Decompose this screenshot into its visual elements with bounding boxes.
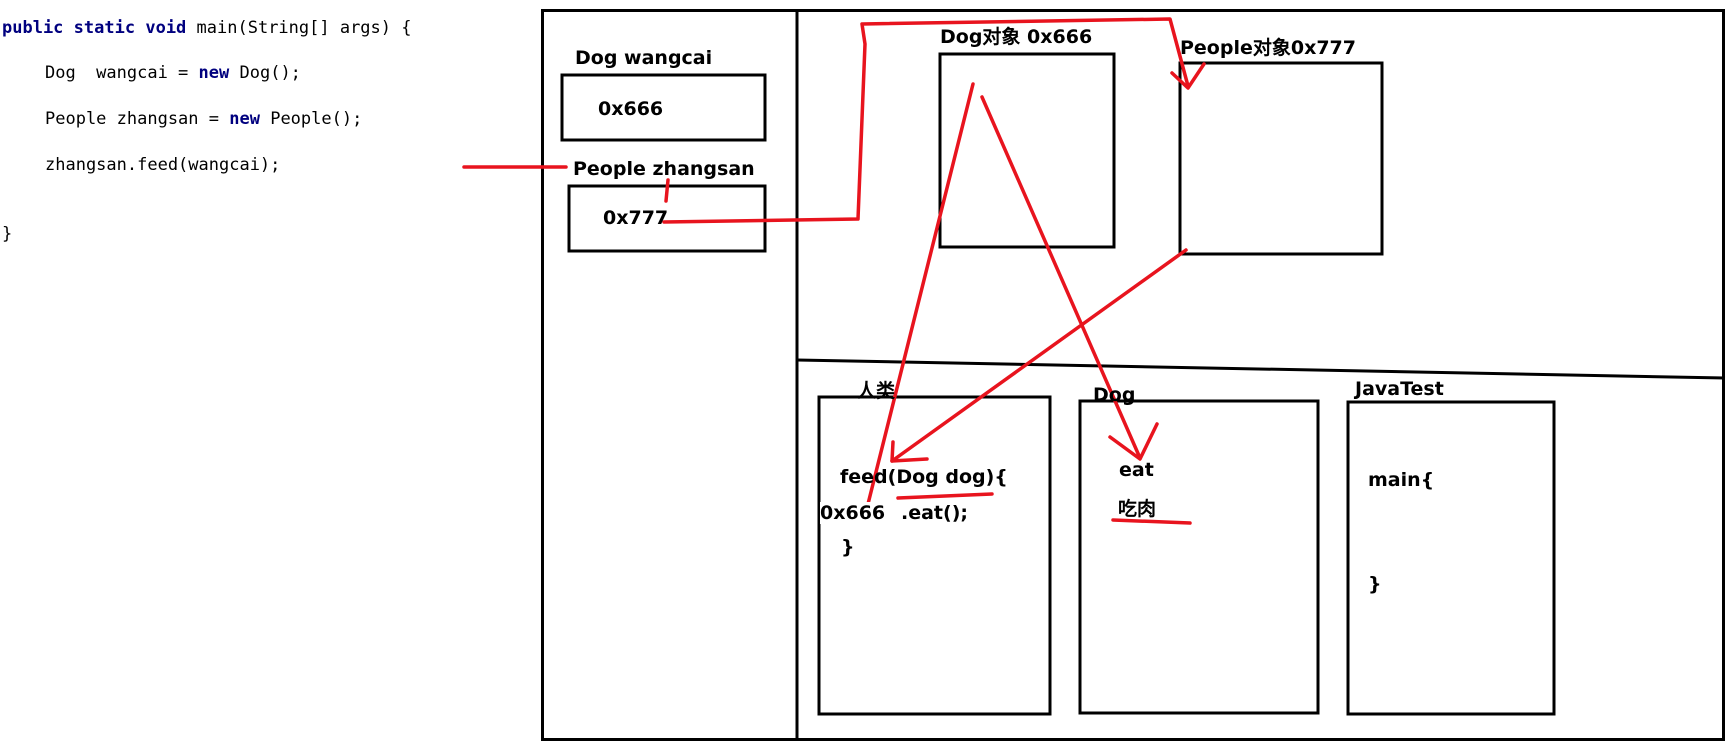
main-method: main{ — [1368, 469, 1435, 491]
dog-class-title: Dog — [1093, 384, 1136, 406]
code-text: People zhangsan = — [45, 109, 230, 129]
keyword-new: new — [198, 63, 230, 83]
heap-method-divider — [796, 358, 1726, 380]
dog-var-label: Dog wangcai — [575, 47, 713, 69]
people-var-value: 0x777 — [603, 207, 669, 229]
feed-eat-call: .eat(); — [901, 502, 968, 524]
underline-chirou — [1111, 518, 1192, 525]
arrowhead-people-feed — [890, 440, 929, 463]
dog-eat-method: eat — [1119, 459, 1154, 481]
memory-frame — [541, 9, 1725, 741]
feed-method-close: } — [841, 536, 855, 558]
arrowhead-people-object — [1170, 62, 1206, 90]
people-object-box — [1178, 61, 1384, 256]
reference-arrow-dog-param — [865, 82, 975, 510]
code-text: main(String[] args) { — [196, 18, 412, 38]
pointer-tick — [664, 178, 670, 203]
code-line-2: Dog wangcai = new Dog(); — [45, 63, 301, 83]
feed-param-value: 0x666 — [820, 502, 886, 524]
keyword-new: new — [229, 109, 260, 129]
dog-class-box — [1078, 399, 1320, 715]
keyword-void: void — [145, 18, 187, 38]
javatest-class-title: JavaTest — [1355, 378, 1444, 400]
code-line-5: } — [2, 224, 13, 244]
code-line-4: zhangsan.feed(wangcai); — [45, 155, 281, 175]
people-class-box — [817, 395, 1052, 716]
dog-object-label: Dog对象 0x666 — [940, 26, 1093, 48]
feed-method-signature: feed(Dog dog){ — [840, 466, 1008, 488]
people-class-title: 人类 — [857, 380, 896, 402]
reference-arrow-zhangsan — [662, 17, 1190, 224]
reference-arrow-dog-eat — [980, 95, 1142, 460]
main-method-close: } — [1368, 573, 1382, 595]
dog-object-box — [938, 52, 1116, 249]
code-line-1: public static void main(String[] args) { — [2, 18, 411, 38]
javatest-class-box — [1346, 400, 1556, 716]
keyword-static: static — [73, 18, 136, 38]
dog-var-box — [560, 73, 767, 142]
people-var-label: People zhangsan — [573, 158, 755, 180]
people-object-label: People对象0x777 — [1180, 37, 1357, 59]
code-text: Dog wangcai = — [45, 63, 199, 83]
reference-arrow-people-feed — [890, 248, 1188, 463]
dog-eat-body: 吃肉 — [1118, 498, 1157, 520]
code-line-3: People zhangsan = new People(); — [45, 109, 362, 129]
dog-var-value: 0x666 — [598, 98, 664, 120]
code-text: Dog(); — [239, 63, 301, 83]
code-text: People(); — [270, 109, 363, 129]
keyword-public: public — [2, 18, 64, 38]
arrowhead-dog-eat — [1108, 422, 1159, 461]
underline-dog-param — [896, 492, 994, 500]
